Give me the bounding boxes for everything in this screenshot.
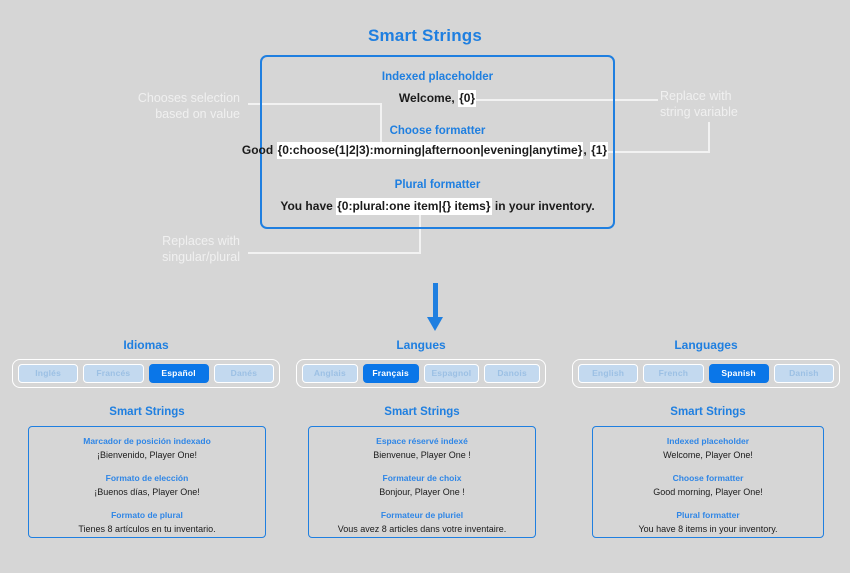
language-segmented-control[interactable]: Inglés Francés Español Danés: [12, 359, 280, 388]
language-selector-english-column: Languages English French Spanish Danish: [572, 338, 840, 388]
annotation-chooses-selection-line1: Chooses selection: [137, 91, 240, 105]
result-card-title: Smart Strings: [109, 406, 185, 418]
result-label-choose-formatter: Formateur de choix: [382, 473, 462, 483]
demo-label-choose-formatter: Choose formatter: [389, 125, 486, 137]
demo-value-choose-formatter: Good {0:choose(1|2|3):morning|afternoon|…: [0, 142, 850, 159]
result-card-french: Smart Strings Espace réservé indexé Bien…: [308, 406, 536, 538]
demo-token-choose: {0:choose(1|2|3):morning|afternoon|eveni…: [276, 142, 584, 159]
connector-token1-horizontal: [592, 151, 710, 153]
demo-label-indexed-placeholder: Indexed placeholder: [381, 71, 494, 83]
demo-token-plural: {0:plural:one item|{} items}: [336, 198, 492, 215]
demo-choose-prefix: Good: [241, 143, 277, 157]
result-card-body: Espace réservé indexé Bienvenue, Player …: [308, 426, 536, 538]
language-segmented-control[interactable]: Anglais Français Espagnol Danois: [296, 359, 546, 388]
result-value-choose-formatter: ¡Buenos días, Player One!: [94, 487, 200, 497]
result-value-choose-formatter: Bonjour, Player One !: [379, 487, 465, 497]
language-option-danish[interactable]: Danish: [773, 364, 834, 383]
annotation-replace-with-string-variable: Replace with string variable: [660, 88, 800, 120]
language-selector-title: Languages: [674, 338, 738, 352]
annotation-singular-plural-line2: singular/plural: [162, 250, 240, 264]
result-label-indexed-placeholder: Espace réservé indexé: [376, 436, 468, 446]
demo-plural-prefix: You have: [280, 199, 337, 213]
language-option-espagnol[interactable]: Espagnol: [423, 364, 480, 383]
demo-token-index-0: {0}: [458, 90, 477, 107]
language-option-spanish[interactable]: Spanish: [708, 364, 769, 383]
language-selector-title: Langues: [396, 338, 446, 352]
language-selector-spanish-column: Idiomas Inglés Francés Español Danés: [12, 338, 280, 388]
result-value-choose-formatter: Good morning, Player One!: [653, 487, 763, 497]
demo-plural-suffix: in your inventory.: [491, 199, 595, 213]
connector-token1-vertical: [708, 122, 710, 153]
demo-token-index-1: {1}: [590, 142, 609, 159]
down-arrow-head-icon: [427, 317, 443, 331]
demo-value-plural-formatter: You have {0:plural:one item|{} items} in…: [262, 198, 613, 215]
connector-left-top-vertical: [380, 103, 382, 145]
demo-value-prefix: Welcome,: [398, 91, 459, 105]
result-label-indexed-placeholder: Indexed placeholder: [666, 436, 750, 446]
annotation-replaces-singular-plural: Replaces with singular/plural: [110, 233, 240, 265]
language-selector-title: Idiomas: [123, 338, 169, 352]
result-value-plural-formatter: Vous avez 8 articles dans votre inventai…: [337, 524, 507, 534]
down-arrow-icon: [433, 283, 438, 319]
result-label-choose-formatter: Choose formatter: [672, 473, 744, 483]
result-card-title: Smart Strings: [384, 406, 460, 418]
connector-plural-vertical: [419, 214, 421, 254]
annotation-replace-line2: string variable: [660, 105, 738, 119]
result-value-indexed-placeholder: ¡Bienvenido, Player One!: [96, 450, 198, 460]
result-value-plural-formatter: You have 8 items in your inventory.: [638, 524, 778, 534]
language-selector-french-column: Langues Anglais Français Espagnol Danois: [296, 338, 546, 388]
result-label-plural-formatter: Formateur de pluriel: [380, 510, 464, 520]
annotation-singular-plural-line1: Replaces with: [162, 234, 240, 248]
result-label-indexed-placeholder: Marcador de posición indexado: [83, 436, 211, 446]
language-option-frances[interactable]: Francés: [83, 364, 144, 383]
result-value-indexed-placeholder: Welcome, Player One!: [663, 450, 753, 460]
language-option-english[interactable]: English: [578, 364, 639, 383]
language-option-ingles[interactable]: Inglés: [18, 364, 79, 383]
result-value-indexed-placeholder: Bienvenue, Player One !: [373, 450, 471, 460]
result-label-choose-formatter: Formato de elección: [105, 473, 189, 483]
connector-placeholder-to-right: [476, 99, 572, 101]
language-option-french[interactable]: French: [643, 364, 704, 383]
annotation-replace-line1: Replace with: [660, 89, 732, 103]
result-card-title: Smart Strings: [670, 406, 746, 418]
language-option-francais[interactable]: Français: [362, 364, 419, 383]
language-option-anglais[interactable]: Anglais: [302, 364, 358, 383]
page-title: Smart Strings: [367, 26, 483, 45]
language-option-danes[interactable]: Danés: [213, 364, 274, 383]
result-card-english: Smart Strings Indexed placeholder Welcom…: [592, 406, 824, 538]
annotation-chooses-selection: Chooses selection based on value: [116, 90, 240, 122]
demo-choose-middle: ,: [583, 143, 591, 157]
result-card-spanish: Smart Strings Marcador de posición index…: [28, 406, 266, 538]
connector-plural-horizontal: [248, 252, 421, 254]
result-label-plural-formatter: Plural formatter: [676, 510, 740, 520]
smart-strings-demo-card: Indexed placeholder Welcome, {0} Choose …: [260, 55, 615, 229]
result-label-plural-formatter: Formato de plural: [111, 510, 183, 520]
language-segmented-control[interactable]: English French Spanish Danish: [572, 359, 840, 388]
demo-value-indexed-placeholder: Welcome, {0}: [262, 90, 613, 107]
result-value-plural-formatter: Tienes 8 artículos en tu inventario.: [78, 524, 216, 534]
connector-left-top-horizontal: [248, 103, 382, 105]
result-card-body: Indexed placeholder Welcome, Player One!…: [592, 426, 824, 538]
result-card-body: Marcador de posición indexado ¡Bienvenid…: [28, 426, 266, 538]
demo-label-plural-formatter: Plural formatter: [394, 179, 481, 191]
annotation-chooses-selection-line2: based on value: [155, 107, 240, 121]
language-option-espanol[interactable]: Español: [148, 364, 209, 383]
language-option-danois[interactable]: Danois: [484, 364, 540, 383]
